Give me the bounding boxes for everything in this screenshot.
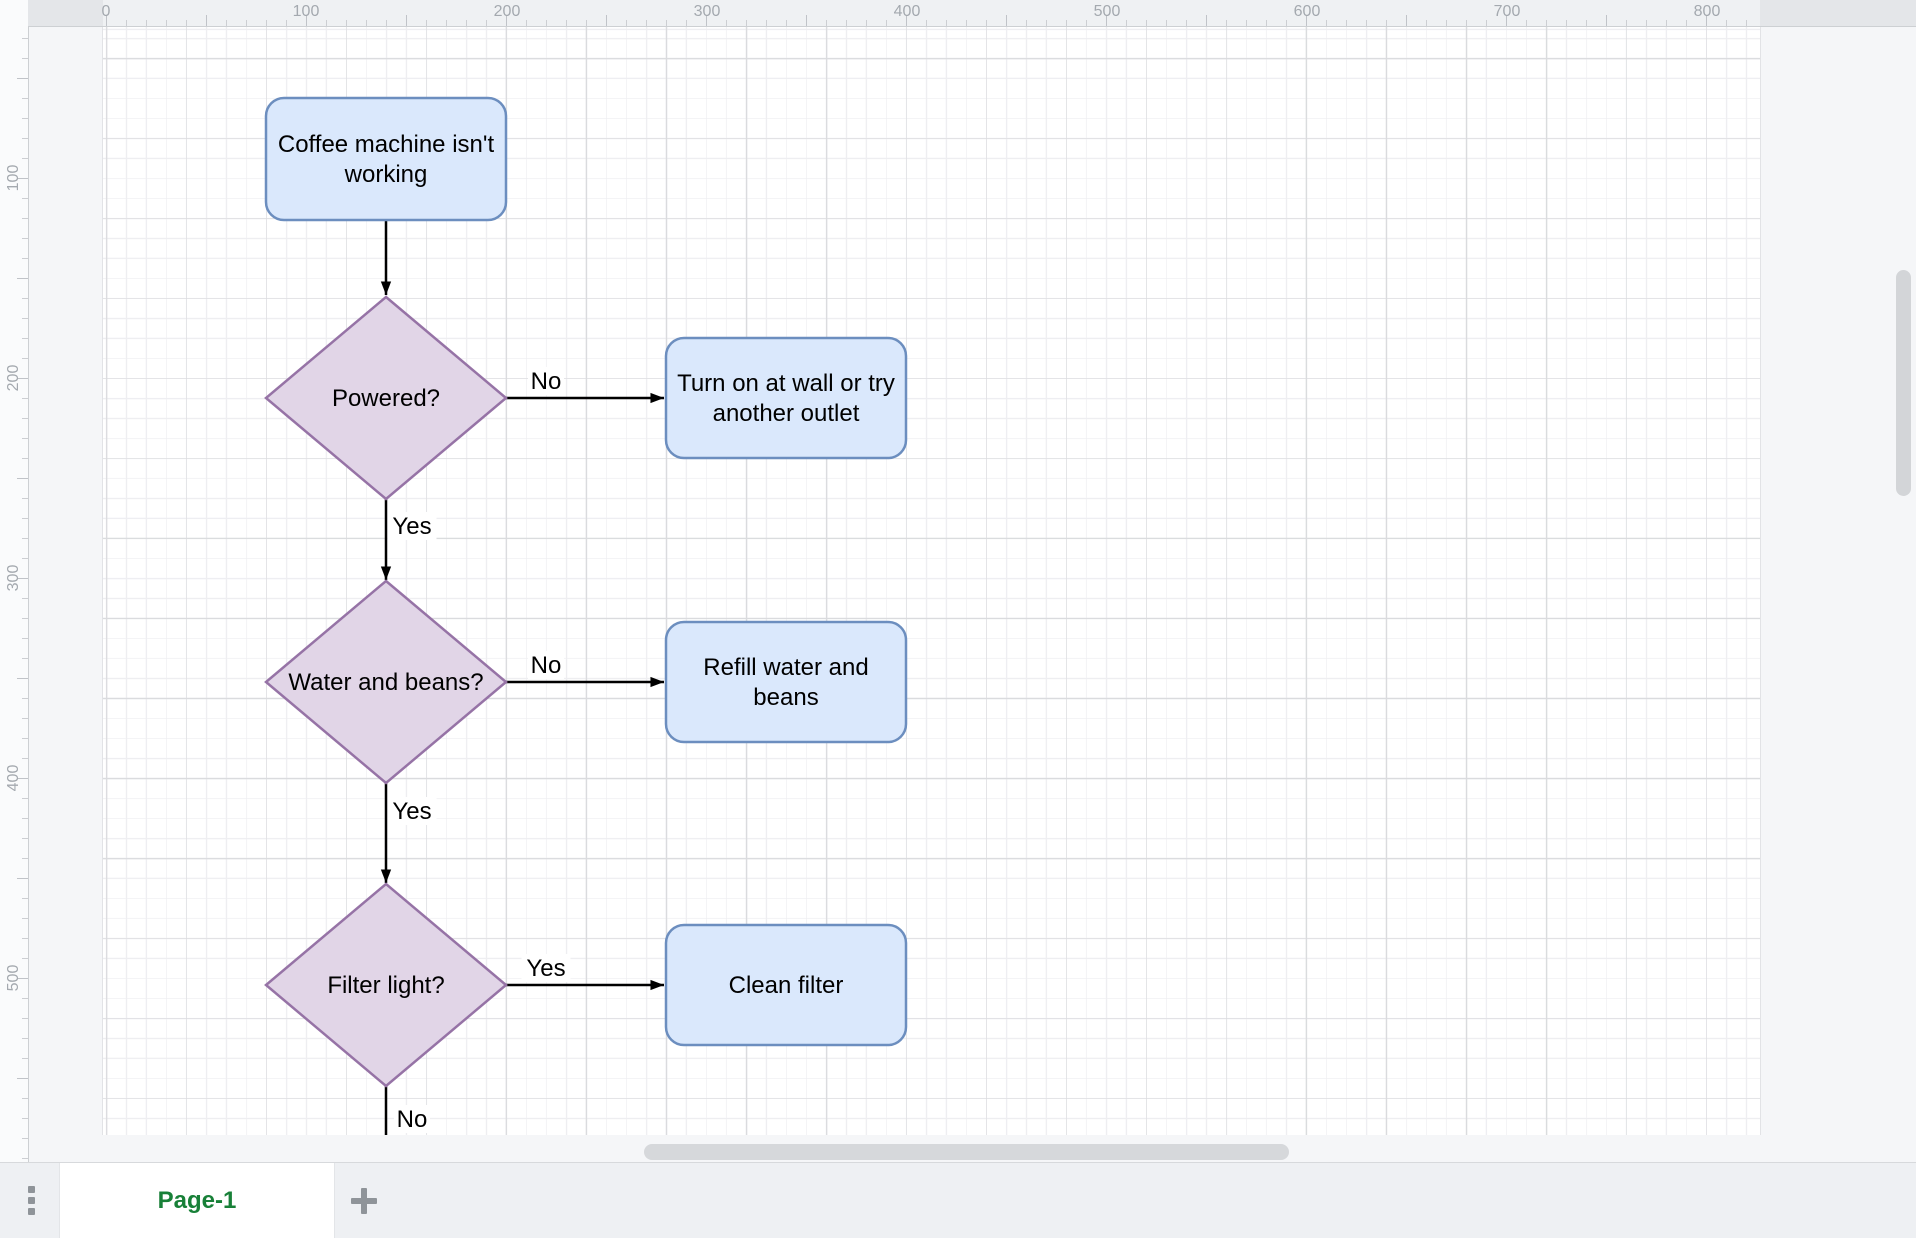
node-label: Water and beans? (288, 669, 483, 696)
node-label: beans (753, 684, 818, 711)
ruler-corner (0, 0, 28, 26)
edge-label-bg (394, 1105, 430, 1133)
edge-label-filter-no[interactable]: No (397, 1106, 428, 1133)
edge-label-bg (387, 512, 437, 540)
page-left-edge (102, 26, 103, 1135)
ruler-offpage-left (28, 0, 103, 26)
ruler-label-x-500: 500 (1093, 3, 1121, 20)
node-label: Filter light? (327, 972, 444, 999)
pages-menu-button[interactable] (10, 1163, 52, 1238)
node-powered[interactable]: Powered? (264, 295, 508, 501)
ruler-vertical: 100 200 300 400 500 (0, 26, 29, 1162)
node-label: Powered? (332, 385, 440, 412)
ruler-label-x-0: 0 (101, 3, 111, 20)
tab-label: Page-1 (157, 1186, 237, 1214)
node-filter-light[interactable]: Filter light? (264, 882, 508, 1088)
node-label: Clean filter (729, 972, 844, 999)
ruler-horizontal: 0 100 200 300 400 500 600 700 800 (0, 0, 1916, 27)
vertical-ellipsis-icon (27, 1186, 35, 1193)
node-label: another outlet (713, 400, 860, 427)
node-turn-on[interactable]: Turn on at wall or try another outlet (664, 336, 908, 460)
ruler-offpage-right (1760, 0, 1916, 26)
vertical-scrollbar-thumb[interactable] (1896, 270, 1911, 496)
vertical-ellipsis-icon (27, 1208, 35, 1215)
ruler-label-x-600: 600 (1293, 3, 1321, 20)
edge-label-powered-no[interactable]: No (531, 368, 562, 395)
node-water-beans[interactable]: Water and beans? (264, 579, 508, 785)
ruler-label-x-200: 200 (493, 3, 521, 20)
ruler-label-x-700: 700 (1493, 3, 1521, 20)
page-right-edge (1760, 26, 1761, 1135)
ruler-label-x-300: 300 (693, 3, 721, 20)
node-start[interactable]: Coffee machine isn't working (264, 96, 508, 222)
page-tab-bar: Page-1 (0, 1162, 1916, 1238)
ruler-label-y-300: 300 (5, 564, 22, 592)
add-page-button[interactable] (340, 1163, 388, 1238)
edge-label-bg (528, 651, 564, 679)
plus-icon (351, 1187, 377, 1214)
edge-label-bg (387, 797, 437, 825)
edge-label-bg (521, 954, 571, 982)
node-label: Coffee machine isn't (278, 131, 495, 158)
edge-label-water-no[interactable]: No (531, 652, 562, 679)
ruler-label-y-400: 400 (5, 764, 22, 792)
ruler-label-y-200: 200 (5, 364, 22, 392)
edge-label-powered-yes[interactable]: Yes (392, 513, 431, 540)
vertical-ellipsis-icon (27, 1197, 35, 1204)
node-label: Refill water and (703, 654, 868, 681)
ruler-vertical-ticks (0, 26, 28, 1162)
horizontal-scrollbar-thumb[interactable] (644, 1144, 1289, 1160)
node-label: Turn on at wall or try (677, 370, 895, 397)
ruler-horizontal-ticks (103, 0, 1760, 26)
node-refill[interactable]: Refill water and beans (664, 620, 908, 744)
node-clean-filter[interactable]: Clean filter (664, 923, 908, 1047)
tab-page-1[interactable]: Page-1 (59, 1163, 335, 1238)
ruler-label-y-500: 500 (5, 964, 22, 992)
edge-label-bg (528, 367, 564, 395)
ruler-label-x-800: 800 (1693, 3, 1721, 20)
ruler-label-y-100: 100 (5, 164, 22, 192)
ruler-label-x-100: 100 (292, 3, 320, 20)
edge-label-water-yes[interactable]: Yes (392, 798, 431, 825)
node-label: working (344, 161, 428, 188)
ruler-label-x-400: 400 (893, 3, 921, 20)
edge-label-filter-yes[interactable]: Yes (526, 955, 565, 982)
